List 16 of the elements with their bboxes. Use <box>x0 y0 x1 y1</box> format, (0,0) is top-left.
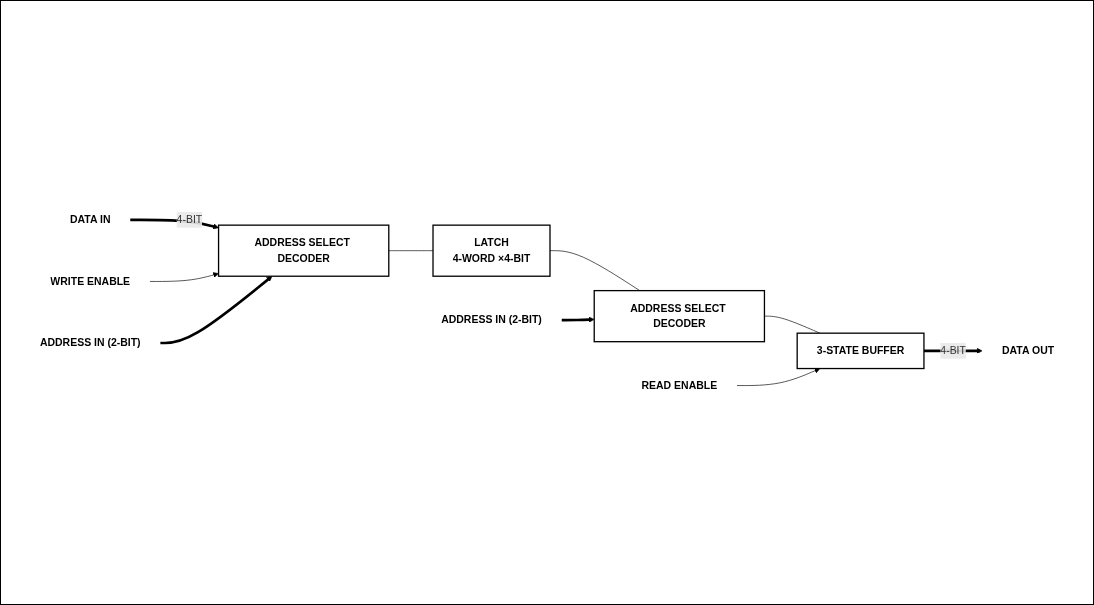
node-box: ADDRESS SELECT DECODER <box>217 224 390 277</box>
node-text: READ ENABLE <box>641 379 718 391</box>
connector <box>549 250 641 291</box>
arrow <box>160 275 273 345</box>
arrow <box>561 316 595 323</box>
edge-label: 4-BIT <box>176 213 203 225</box>
node-text: WRITE ENABLE <box>50 275 131 287</box>
node-box: ADDRESS SELECT DECODER <box>593 289 766 343</box>
node-text: DATA IN <box>69 213 111 225</box>
node-text: ADDRESS IN (2-BIT) <box>39 336 141 348</box>
node-text: ADDRESS IN (2-BIT) <box>441 313 542 326</box>
node-box: 3-STATE BUFFER <box>796 332 925 369</box>
edge-label: 4-BIT <box>940 344 966 356</box>
connector <box>388 250 434 251</box>
node-text: DATA OUT <box>1001 344 1055 356</box>
node-box: LATCH 4-WORD ×4-BIT <box>432 224 551 277</box>
